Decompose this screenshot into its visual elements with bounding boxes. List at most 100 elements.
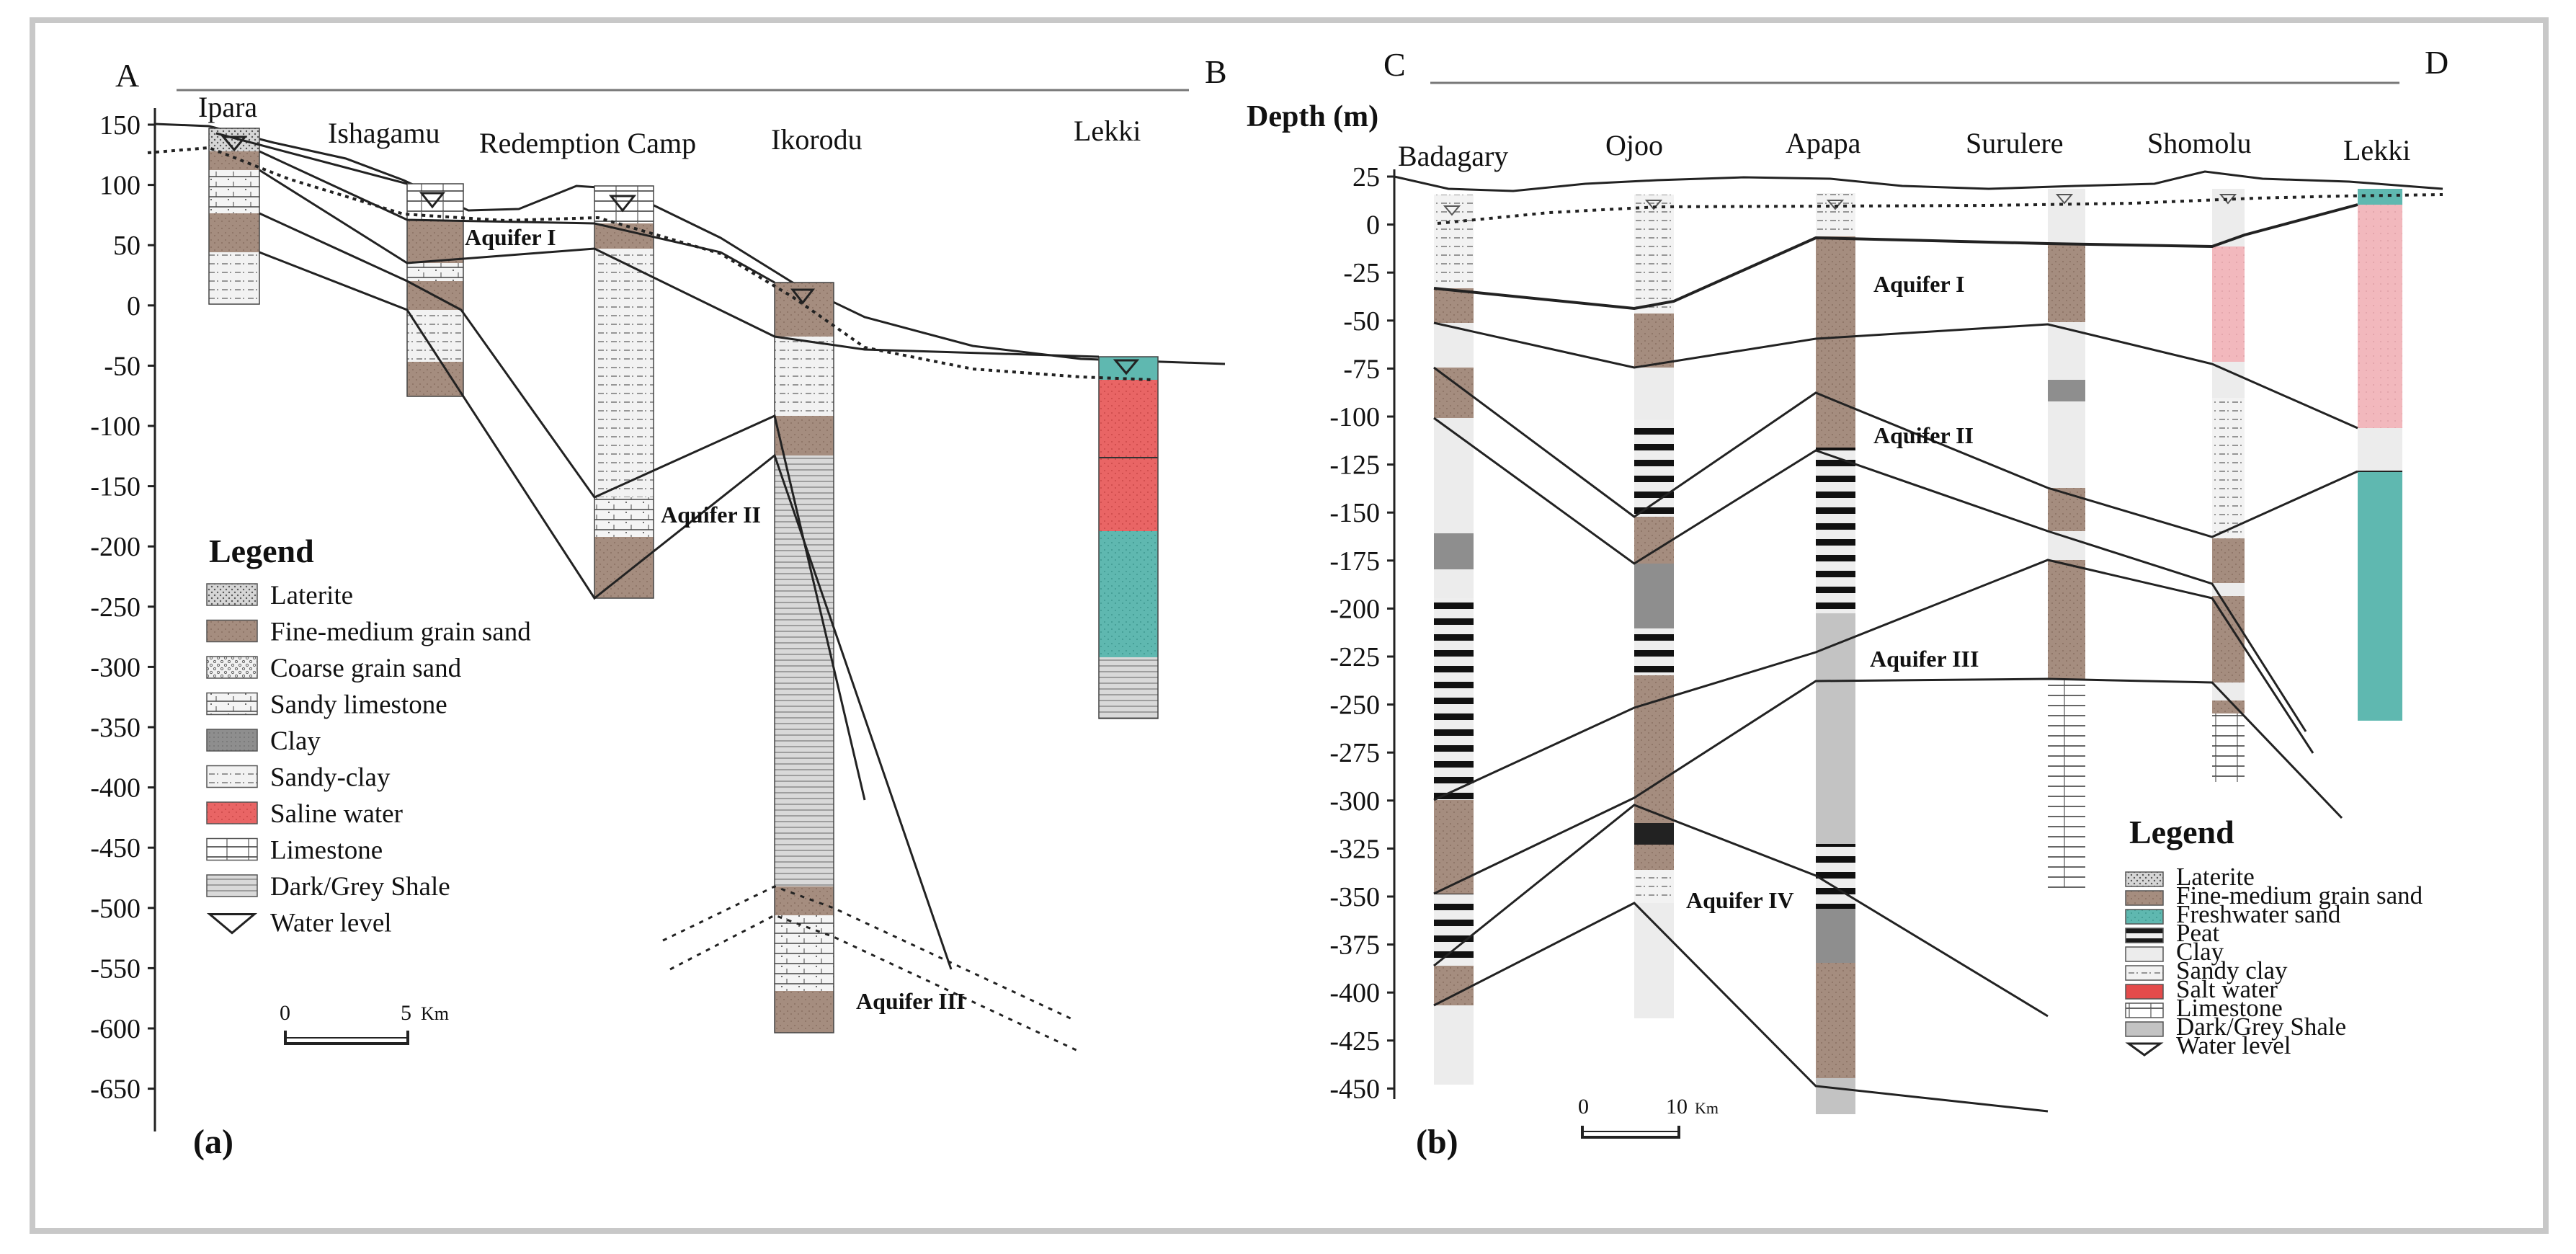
y-tick-label-a: -550 xyxy=(90,953,141,984)
y-tick-label-a: -250 xyxy=(90,592,141,623)
legend-label: Fine-medium grain sand xyxy=(2176,881,2423,910)
panel-label-b: (b) xyxy=(1416,1123,1458,1161)
y-tick-label-b: -400 xyxy=(1329,978,1380,1008)
water-table-a xyxy=(147,146,1154,381)
scale-bar-a: 0 5 Km xyxy=(280,1001,449,1045)
y-tick-label-a: -400 xyxy=(90,773,141,804)
legend-swatch-laterite xyxy=(2125,871,2164,887)
well-label-ishagamu: Ishagamu xyxy=(328,117,440,149)
aquifer-label-b-4: Aquifer IV xyxy=(1686,887,1794,913)
section-start-label-c: C xyxy=(1383,46,1406,83)
y-tick-label-a: -200 xyxy=(90,532,141,562)
well-label-ojoo: Ojoo xyxy=(1605,129,1663,161)
aquifer-label-b-1: Aquifer I xyxy=(1873,271,1965,297)
y-tick-label-b: -300 xyxy=(1329,786,1380,817)
aquifer-label-b-2: Aquifer II xyxy=(1873,422,1974,448)
ground-surface-b xyxy=(1394,170,2443,192)
borehole-redemption-camp xyxy=(594,185,654,599)
y-tick-label-a: 0 xyxy=(127,291,141,321)
legend-label: Clay xyxy=(2176,938,2224,966)
legend-swatch-coarse xyxy=(206,656,258,679)
scale-unit-b: Km xyxy=(1695,1099,1719,1117)
legend-swatch-sandylime xyxy=(206,692,258,716)
y-tick-label-b: 25 xyxy=(1352,162,1380,192)
y-tick-label-b: -450 xyxy=(1329,1074,1380,1104)
y-tick-label-b: -100 xyxy=(1329,402,1380,432)
well-label-ikorodu: Ikorodu xyxy=(771,123,863,156)
borehole-lekki-a xyxy=(1098,356,1159,719)
borehole-ipara xyxy=(208,128,260,305)
borehole-shomolu xyxy=(2212,189,2245,782)
legend-label: Limestone xyxy=(2176,994,2283,1022)
legend-label: Laterite xyxy=(270,581,353,610)
well-label-redemption-camp: Redemption Camp xyxy=(479,127,696,159)
section-end-label: B xyxy=(1205,53,1227,90)
well-label-lekki: Lekki xyxy=(1074,115,1141,147)
well-label-ipara: Ipara xyxy=(198,91,257,123)
y-tick-label-a: -150 xyxy=(90,472,141,502)
scale-start-b: 0 xyxy=(1578,1095,1589,1119)
borehole-apapa xyxy=(1816,193,1855,1114)
well-label-apapa: Apapa xyxy=(1786,127,1861,159)
y-tick-label-a: -450 xyxy=(90,833,141,863)
borehole-ojoo xyxy=(1634,195,1674,1018)
legend-label: Limestone xyxy=(270,836,383,866)
well-label-surulere: Surulere xyxy=(1966,127,2064,159)
legend-label: Coarse grain sand xyxy=(270,654,462,683)
y-tick-label-a: -100 xyxy=(90,412,141,442)
legend-label: Peat xyxy=(2176,919,2220,947)
correlation-lines-b xyxy=(1433,203,2358,1113)
panel-b: C D Depth (m) 250-25-50-75-100-125-150-1… xyxy=(1247,44,2448,1161)
y-tick-label-b: -75 xyxy=(1343,354,1380,384)
legend-title-a: Legend xyxy=(209,533,314,569)
water-level-icon xyxy=(206,913,258,935)
y-tick-label-b: -425 xyxy=(1329,1026,1380,1057)
y-tick-label-a: -600 xyxy=(90,1014,141,1044)
borehole-ikorodu xyxy=(774,282,834,1033)
legend-label: Water level xyxy=(270,909,392,938)
ground-surface-a xyxy=(154,123,1226,365)
legend-label: Laterite xyxy=(2176,863,2255,891)
y-tick-label-a: 150 xyxy=(99,110,141,141)
y-tick-label-b: -375 xyxy=(1329,930,1380,961)
y-tick-label-b: -250 xyxy=(1329,690,1380,721)
borehole-badagary xyxy=(1434,195,1474,1085)
y-tick-label-a: -50 xyxy=(104,351,141,381)
legend-swatch-sandyclay xyxy=(206,765,258,788)
dotted-lines-deep-a xyxy=(662,885,1082,1054)
aquifer-label-a-2: Aquifer II xyxy=(661,502,761,528)
water-level-icon xyxy=(2125,1042,2164,1057)
y-tick-label-a: -650 xyxy=(90,1075,141,1105)
legend-swatch-saline xyxy=(206,801,258,824)
legend-swatch-sand xyxy=(2125,890,2164,906)
y-tick-label-b: -50 xyxy=(1343,306,1380,337)
aquifer-label-b-3: Aquifer III xyxy=(1870,646,1979,672)
section-end-label-d: D xyxy=(2425,44,2448,81)
scale-unit-a: Km xyxy=(421,1003,449,1024)
y-tick-label-b: -150 xyxy=(1329,498,1380,528)
scale-end-a: 5 xyxy=(401,1001,411,1025)
legend-label: Water level xyxy=(2176,1031,2291,1059)
legend-swatch-shale xyxy=(206,874,258,897)
y-tick-label-a: -500 xyxy=(90,894,141,924)
y-tick-label-b: 0 xyxy=(1366,210,1380,241)
correlation-lines-a xyxy=(215,132,1100,970)
legend-label: Freshwater sand xyxy=(2176,900,2341,928)
legend-swatch-peat xyxy=(2125,928,2164,943)
depth-axis-title: Depth (m) xyxy=(1247,100,1378,133)
section-start-label: A xyxy=(115,57,139,94)
legend-swatch-limestone xyxy=(206,837,258,861)
aquifer-label-a-1: Aquifer I xyxy=(465,224,556,250)
water-table-b xyxy=(1437,193,2443,225)
y-tick-label-b: -175 xyxy=(1329,546,1380,577)
legend-swatch-fresh xyxy=(2125,909,2164,925)
scale-bar-b: 0 10 Km xyxy=(1578,1095,1719,1139)
legend-swatch-lightclay xyxy=(2125,946,2164,962)
well-label-badagary: Badagary xyxy=(1398,140,1508,172)
legend-label: Clay xyxy=(270,726,321,756)
water-level-markers-a xyxy=(220,135,1140,375)
legend-label: Salt water xyxy=(2176,975,2278,1003)
